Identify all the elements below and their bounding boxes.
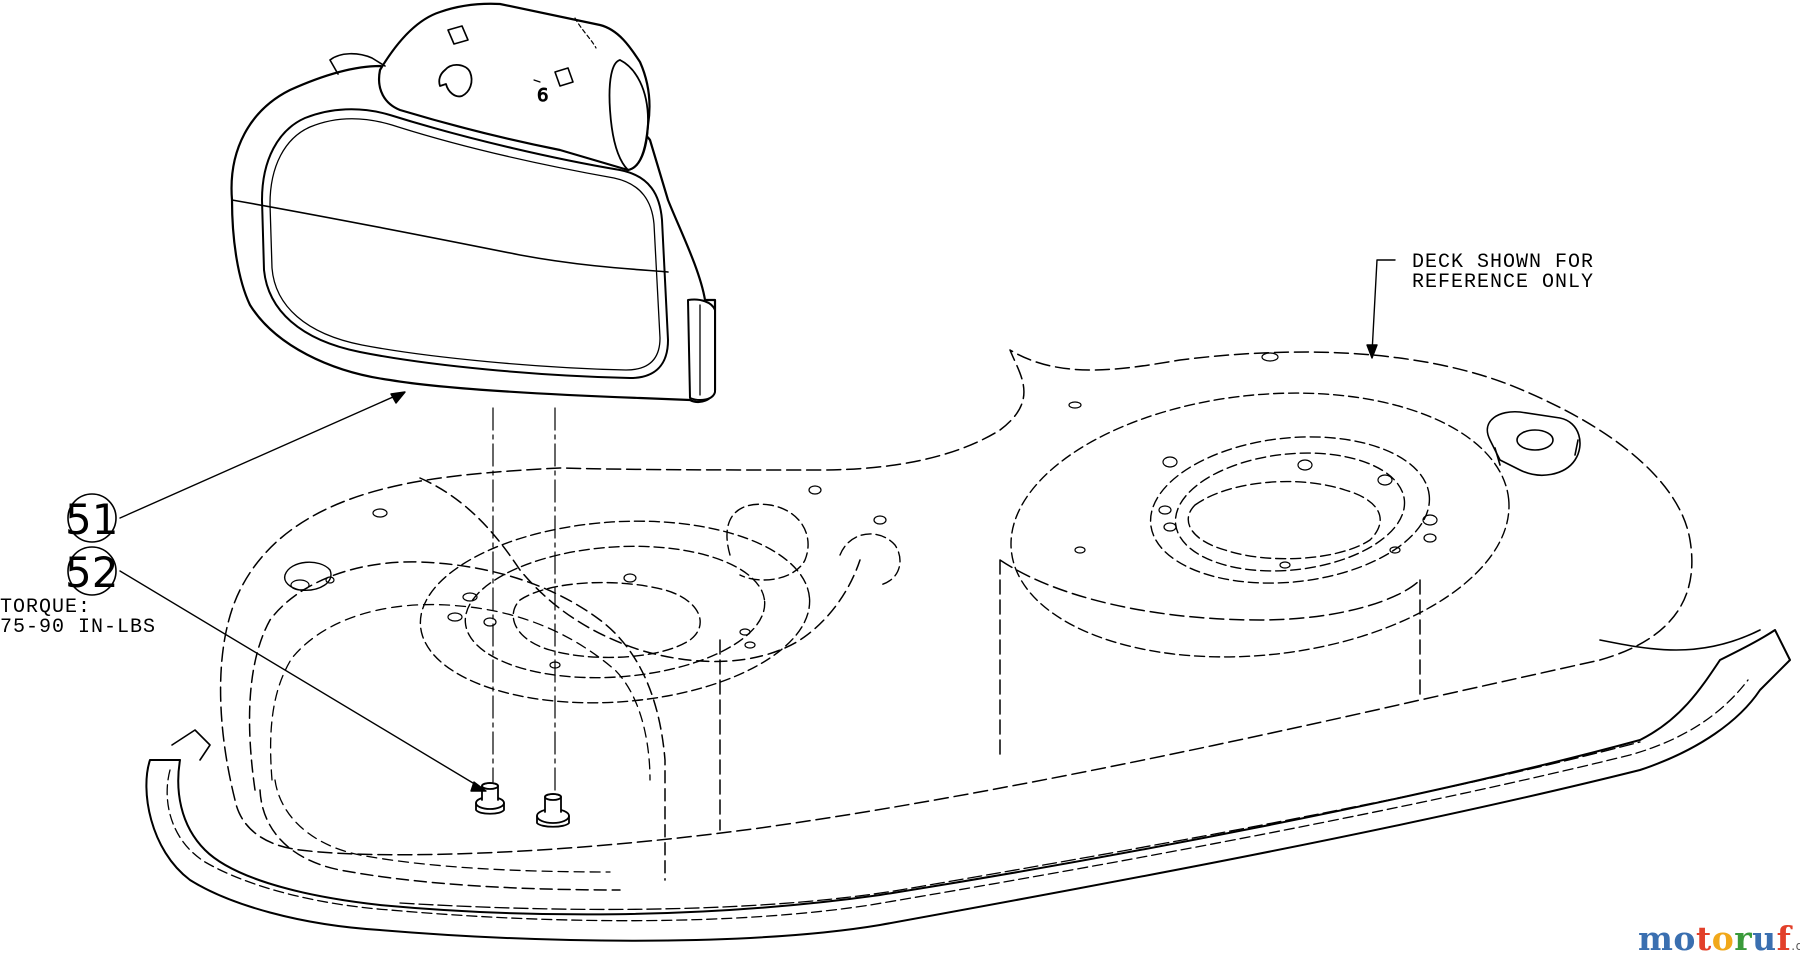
right-spindle-recess [1010, 392, 1510, 658]
deck-reference-note: DECK SHOWN FOR REFERENCE ONLY [1412, 251, 1594, 294]
site-watermark-logo: motoruf.de [1638, 919, 1800, 958]
handle-slot-right [554, 67, 574, 87]
watermark-letter: t [1695, 919, 1712, 958]
watermark-letter: o [1711, 919, 1735, 958]
handle-dashed-detail [574, 17, 597, 49]
callout-51-number: 51 [65, 495, 118, 544]
torque-note-line1: TORQUE: [0, 596, 91, 619]
mower-deck [145, 349, 1791, 942]
deck-mount-holes [290, 352, 1438, 669]
latch-knob [438, 64, 473, 98]
leader-51-arrow [390, 391, 406, 404]
bolt-left [475, 782, 505, 815]
idler-bracket [1486, 410, 1581, 476]
cover-side-bulge [687, 298, 716, 401]
bolts-part-52 [475, 782, 570, 828]
watermark-letter: f [1776, 919, 1792, 958]
watermark-letter: r [1734, 919, 1753, 958]
deck-bottom-rail [399, 741, 1641, 911]
leader-51 [119, 392, 403, 519]
cover-handle-lip [329, 52, 386, 75]
deck-flange-rim [171, 629, 1761, 761]
callout-52-number: 52 [65, 548, 118, 597]
leader-deck-arrow [1366, 344, 1378, 359]
deck-housing-outline [219, 349, 1693, 856]
leader-52-arrow [470, 781, 487, 792]
cover-inner-bezel-2 [269, 118, 661, 371]
watermark-letter: o [1673, 919, 1696, 958]
watermark-letter: m [1638, 919, 1674, 958]
torque-note-line2: 75-90 IN-LBS [0, 616, 156, 639]
leader-deck-reference [1371, 259, 1396, 354]
bolt-right [536, 793, 570, 828]
left-spindle-recess [419, 520, 811, 704]
watermark-tld: .de [1791, 939, 1800, 953]
callout-51: 51 [65, 493, 118, 544]
deck-cover-part-51: 6 [230, 2, 717, 404]
watermark-letter: u [1752, 919, 1777, 958]
deck-flange-inner-line [166, 679, 1749, 922]
leader-52 [119, 570, 484, 790]
cover-inner-bezel [261, 108, 669, 379]
assembly-centerlines [492, 407, 556, 794]
cover-handle-front [608, 59, 649, 171]
leader-lines [119, 259, 1396, 792]
handle-mark-tick [533, 79, 541, 83]
cover-seam [231, 199, 669, 273]
left-mount-tab [283, 561, 332, 591]
torque-note: TORQUE: 75-90 IN-LBS [0, 596, 156, 639]
deck-center-swoosh [419, 477, 861, 663]
cover-handle [377, 2, 651, 172]
center-bracket [726, 503, 901, 586]
deck-right-housing [719, 559, 1421, 831]
handle-slot-left [447, 25, 469, 45]
callout-52: 52 [65, 546, 118, 597]
deck-left-chamber [248, 561, 666, 891]
deck-reference-line1: DECK SHOWN FOR [1412, 251, 1594, 274]
watermark-text: motoruf [1638, 919, 1791, 958]
deck-left-chamber-inner [269, 603, 651, 873]
handle-position-mark: 6 [537, 85, 548, 106]
deck-outer-flange [145, 629, 1791, 942]
deck-reference-line2: REFERENCE ONLY [1412, 271, 1594, 294]
